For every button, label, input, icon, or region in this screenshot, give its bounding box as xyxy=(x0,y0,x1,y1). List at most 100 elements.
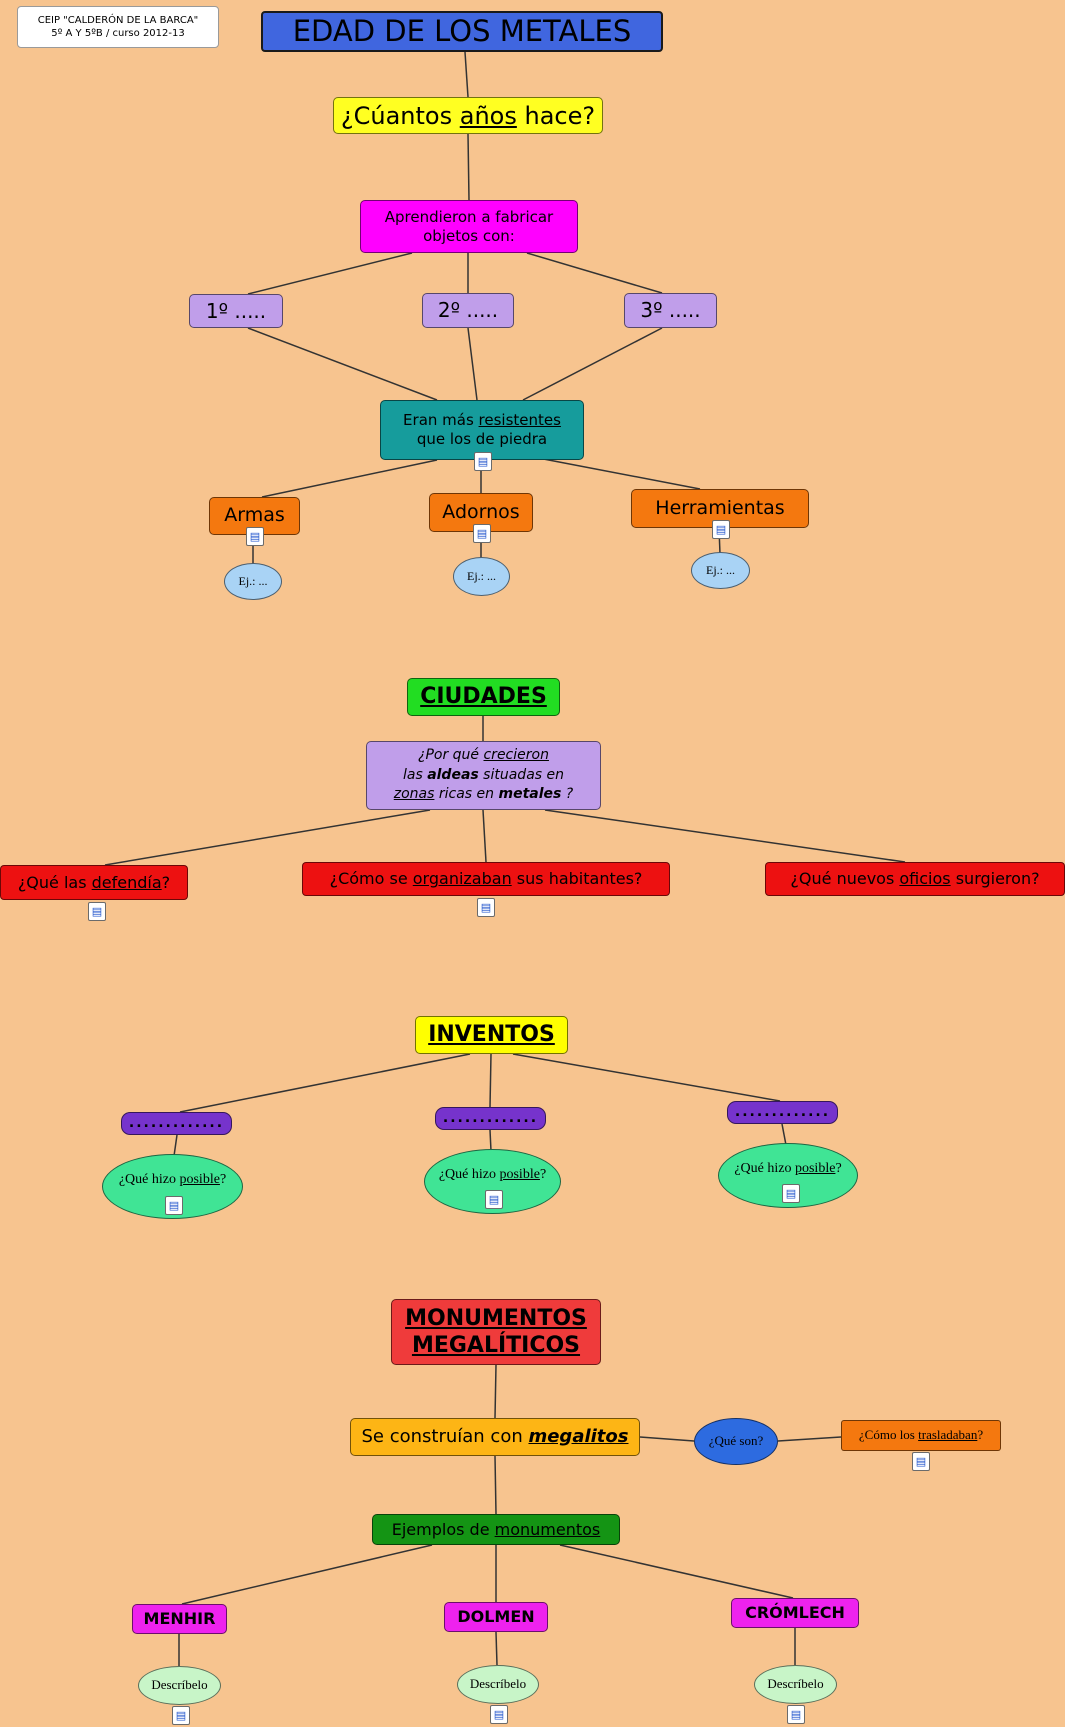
node-ordinal-2[interactable]: 2º ..... xyxy=(422,293,514,328)
attachment-icon[interactable]: ▤ xyxy=(490,1705,508,1724)
connector xyxy=(482,809,487,863)
node-ejemplo-adornos[interactable]: Ej.: ... xyxy=(453,557,510,596)
school-name: CEIP "CALDERÓN DE LA BARCA" xyxy=(37,14,199,26)
node-ciudades[interactable]: CIUDADES xyxy=(407,678,560,716)
node-describelo-label: Descríbelo xyxy=(767,1676,824,1692)
connector xyxy=(179,1053,471,1113)
connector xyxy=(777,1436,842,1442)
node-describelo-cromlech[interactable]: Descríbelo xyxy=(754,1665,837,1704)
node-megalitos-label: Se construían con megalitos xyxy=(361,1425,629,1447)
node-ejemplo-label: Ej.: ... xyxy=(238,574,268,588)
node-ejemplo-armas[interactable]: Ej.: ... xyxy=(224,563,282,600)
attachment-icon[interactable]: ▤ xyxy=(477,898,495,917)
connector xyxy=(495,1631,498,1666)
node-ejemplos-label: Ejemplos de monumentos xyxy=(391,1519,601,1539)
node-ordinal-1-label: 1º ..... xyxy=(205,298,267,323)
connector xyxy=(526,252,663,294)
attachment-icon[interactable]: ▤ xyxy=(485,1190,503,1209)
node-menhir-label: MENHIR xyxy=(143,1609,216,1628)
node-adornos-label: Adornos xyxy=(442,500,520,523)
node-inventos-label: INVENTOS xyxy=(428,1022,555,1048)
node-placeholder-label: ............. xyxy=(442,1109,539,1126)
node-menhir[interactable]: MENHIR xyxy=(132,1604,227,1634)
attachment-icon[interactable]: ▤ xyxy=(474,452,492,471)
node-ejemplos-monumentos[interactable]: Ejemplos de monumentos xyxy=(372,1514,620,1545)
node-monumentos-label: MONUMENTOS MEGALÍTICOS xyxy=(405,1305,587,1359)
node-resistentes-label: Eran más resistentes que los de piedra xyxy=(403,411,561,448)
node-describelo-menhir[interactable]: Descríbelo xyxy=(138,1666,221,1705)
node-describelo-label: Descríbelo xyxy=(151,1677,208,1693)
school-course: 5º A Y 5ºB / curso 2012-13 xyxy=(51,28,185,39)
node-ejemplo-herramientas[interactable]: Ej.: ... xyxy=(691,552,750,589)
node-oficios-label: ¿Qué nuevos oficios surgieron? xyxy=(790,869,1040,888)
connector xyxy=(781,1123,787,1146)
attachment-icon[interactable]: ▤ xyxy=(782,1184,800,1203)
node-title-label: EDAD DE LOS METALES xyxy=(292,14,632,49)
node-hizo-posible-label: ¿Qué hizo posible? xyxy=(438,1167,547,1182)
node-dolmen[interactable]: DOLMEN xyxy=(444,1602,548,1632)
node-describelo-label: Descríbelo xyxy=(469,1676,527,1692)
attachment-icon[interactable]: ▤ xyxy=(165,1196,183,1215)
node-trasladaban-label: ¿Cómo los trasladaban? xyxy=(858,1427,984,1443)
attachment-icon[interactable]: ▤ xyxy=(912,1452,930,1471)
node-years-question[interactable]: ¿Cúantos años hace? xyxy=(333,97,603,134)
node-invento-placeholder-3[interactable]: ............. xyxy=(727,1101,838,1124)
node-inventos[interactable]: INVENTOS xyxy=(415,1016,568,1054)
connector xyxy=(544,809,906,863)
node-hizo-posible-label: ¿Qué hizo posible? xyxy=(734,1161,842,1176)
node-cromlech-label: CRÓMLECH xyxy=(745,1603,845,1622)
node-resistentes[interactable]: Eran más resistentes que los de piedra xyxy=(380,400,584,460)
node-ordinal-3[interactable]: 3º ..... xyxy=(624,293,717,328)
connector xyxy=(489,1129,492,1152)
connector xyxy=(522,327,663,401)
node-megalitos[interactable]: Se construían con megalitos xyxy=(350,1418,640,1456)
node-crecieron-label: ¿Por qué crecieron las aldeas situadas e… xyxy=(393,747,574,803)
attachment-icon[interactable]: ▤ xyxy=(246,527,264,546)
node-fabricar-label: Aprendieron a fabricar objetos con: xyxy=(384,207,554,245)
node-describelo-dolmen[interactable]: Descríbelo xyxy=(457,1665,539,1704)
connector xyxy=(467,133,470,201)
attachment-icon[interactable]: ▤ xyxy=(88,902,106,921)
node-fabricar[interactable]: Aprendieron a fabricar objetos con: xyxy=(360,200,578,253)
node-defendia[interactable]: ¿Qué las defendía? xyxy=(0,865,188,900)
attachment-icon[interactable]: ▤ xyxy=(712,520,730,539)
connector xyxy=(104,809,431,866)
node-que-son-label: ¿Qué son? xyxy=(708,1433,764,1449)
connector xyxy=(181,1544,433,1605)
node-adornos[interactable]: Adornos xyxy=(429,493,533,532)
node-trasladaban[interactable]: ¿Cómo los trasladaban? xyxy=(841,1420,1001,1451)
node-organizaban[interactable]: ¿Cómo se organizaban sus habitantes? xyxy=(302,862,670,896)
node-ordinal-1[interactable]: 1º ..... xyxy=(189,294,283,328)
node-oficios[interactable]: ¿Qué nuevos oficios surgieron? xyxy=(765,862,1065,896)
node-ejemplo-label: Ej.: ... xyxy=(467,569,496,583)
node-ordinal-3-label: 3º ..... xyxy=(640,298,701,322)
node-invento-placeholder-2[interactable]: ............. xyxy=(435,1107,546,1130)
connector xyxy=(247,252,413,295)
connector xyxy=(559,1544,794,1599)
connector xyxy=(489,1053,492,1108)
node-ciudades-label: CIUDADES xyxy=(420,684,547,710)
node-ejemplo-label: Ej.: ... xyxy=(706,563,735,577)
connector xyxy=(247,327,438,401)
connector xyxy=(261,459,438,498)
attachment-icon[interactable]: ▤ xyxy=(787,1705,805,1724)
node-invento-placeholder-1[interactable]: ............. xyxy=(121,1112,232,1135)
node-dolmen-label: DOLMEN xyxy=(457,1607,535,1626)
node-herramientas-label: Herramientas xyxy=(655,496,785,519)
node-ordinal-2-label: 2º ..... xyxy=(437,298,499,322)
node-years-label: ¿Cúantos años hace? xyxy=(340,101,596,130)
node-title[interactable]: EDAD DE LOS METALES xyxy=(261,11,663,52)
node-que-son[interactable]: ¿Qué son? xyxy=(694,1418,778,1465)
node-defendia-label: ¿Qué las defendía? xyxy=(17,872,171,892)
node-monumentos-megaliticos[interactable]: MONUMENTOS MEGALÍTICOS xyxy=(391,1299,601,1365)
attachment-icon[interactable]: ▤ xyxy=(473,524,491,543)
node-placeholder-label: ............. xyxy=(734,1103,831,1120)
school-header: CEIP "CALDERÓN DE LA BARCA" 5º A Y 5ºB /… xyxy=(17,6,219,48)
attachment-icon[interactable]: ▤ xyxy=(172,1706,190,1725)
connector xyxy=(532,456,701,490)
node-cromlech[interactable]: CRÓMLECH xyxy=(731,1598,859,1628)
node-crecieron[interactable]: ¿Por qué crecieron las aldeas situadas e… xyxy=(366,741,601,810)
connector xyxy=(464,51,469,98)
